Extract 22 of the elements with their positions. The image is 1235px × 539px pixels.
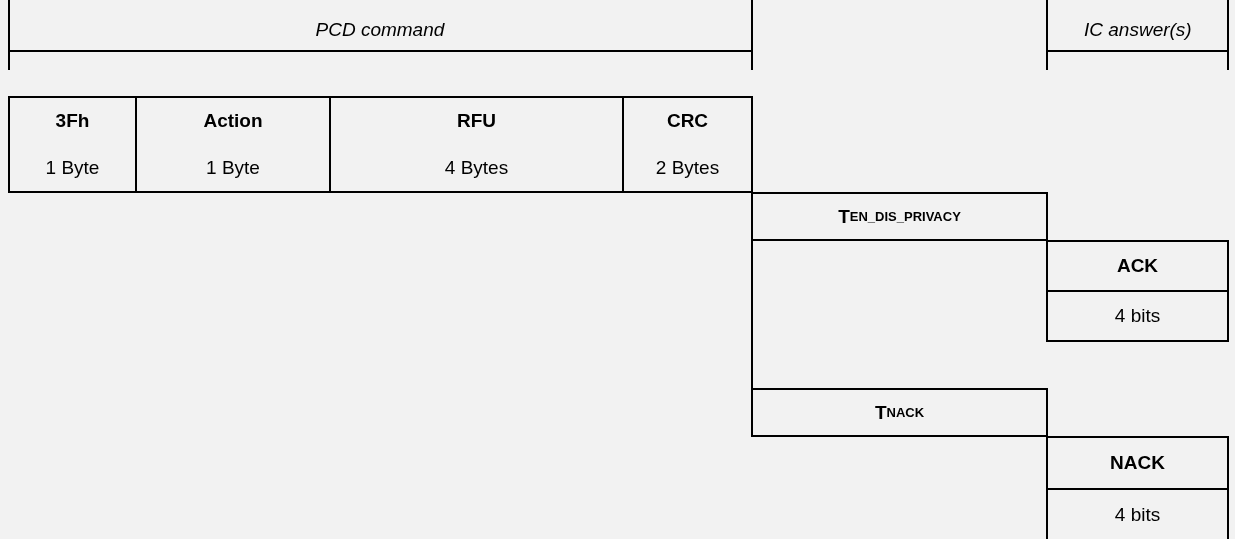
field-size: 1 Byte — [205, 155, 261, 180]
field-name: ACK — [1115, 254, 1160, 278]
field-name: NACK — [1109, 451, 1166, 475]
field-size: 2 Bytes — [654, 155, 721, 180]
section-label: IC answer(s) — [1084, 19, 1192, 41]
field-name: Action — [202, 109, 264, 134]
field-size: 4 Bytes — [443, 155, 510, 180]
field-size: 4 bits — [1048, 488, 1227, 539]
field-box — [622, 96, 753, 193]
timing-box — [751, 192, 1048, 241]
timing-box — [751, 388, 1048, 437]
field-box — [8, 96, 137, 193]
field-box — [135, 96, 331, 193]
field-box — [1046, 240, 1229, 342]
field-size: 1 Byte — [44, 155, 101, 180]
field-name: RFU — [455, 109, 498, 134]
field-box — [329, 96, 624, 193]
field-box — [1046, 436, 1229, 539]
field-name: CRC — [665, 109, 710, 134]
field-name: 3Fh — [54, 109, 91, 134]
field-size: 4 bits — [1048, 290, 1227, 340]
section-label: PCD command — [315, 19, 445, 41]
